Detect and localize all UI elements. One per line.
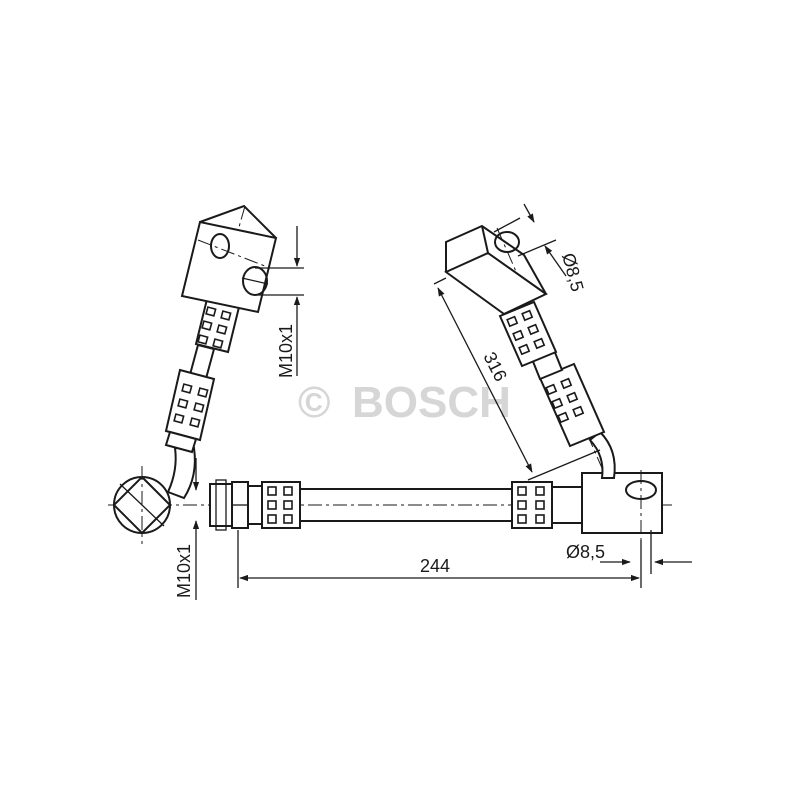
bent-tube-left — [166, 447, 196, 500]
length-label-244: 244 — [420, 556, 450, 576]
upper-left-lower-sleeve — [164, 368, 216, 442]
upper-right-hose: 316 Ø8,5 — [433, 203, 616, 481]
thread-label-lower: M10x1 — [174, 544, 194, 598]
upper-right-tube-bend — [588, 430, 616, 479]
left-end-fitting — [209, 479, 301, 531]
upper-right-bolt-hole — [494, 231, 520, 253]
hole-label-top: Ø8,5 — [558, 251, 587, 294]
hex-nut-left — [209, 483, 233, 527]
length-dim-316: 316 — [433, 277, 601, 481]
bosch-watermark: © BOSCH — [298, 378, 511, 427]
upper-left-block — [180, 220, 278, 314]
thread-label-upper: M10x1 — [276, 324, 296, 378]
right-end-fitting — [511, 470, 663, 540]
upper-left-block-hole — [210, 233, 230, 259]
tube-end-left — [112, 447, 196, 544]
thread-dim-lower: M10x1 — [174, 458, 200, 600]
hole-label-right: Ø8,5 — [566, 542, 605, 562]
thread-dim-upper: M10x1 — [255, 226, 304, 378]
length-dim-244: 244 — [237, 530, 642, 588]
straight-hose-assembly: M10x1 244 Ø8,5 — [108, 447, 692, 600]
hole-dim-right: Ø8,5 — [566, 530, 692, 574]
upper-right-lower-sleeve — [538, 362, 606, 448]
upper-left-hose: M10x1 — [164, 204, 304, 454]
copyright-symbol: © — [298, 378, 330, 427]
